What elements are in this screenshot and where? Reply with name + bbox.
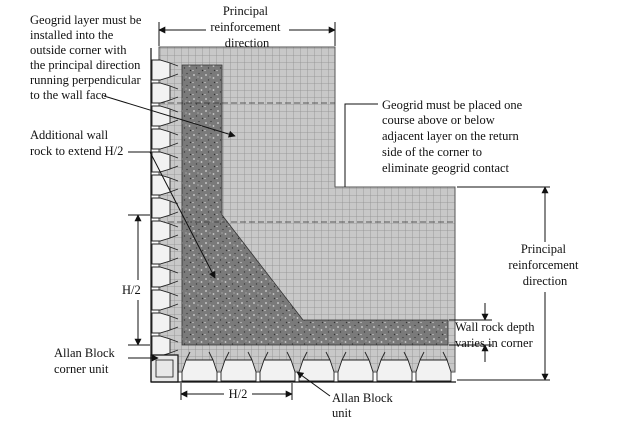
additional-rock-label: Additional wall rock to extend H/2 <box>30 128 123 158</box>
wall-rock-depth-label: Wall rock depth varies in corner <box>455 320 538 350</box>
block-unit-tail <box>169 177 179 193</box>
block-unit-tail <box>169 269 179 285</box>
principal-top-label: Principal reinforcement direction <box>210 4 283 50</box>
leader-lines <box>103 95 378 397</box>
block-unit <box>151 289 171 311</box>
block-unit <box>151 105 171 127</box>
block-unit-tail <box>380 351 409 361</box>
block-unit-tail <box>169 246 179 262</box>
block-unit <box>181 359 218 382</box>
right-principal-dimension <box>457 186 550 381</box>
block-unit-tail <box>169 338 179 354</box>
corner-unit-label: Allan Block corner unit <box>54 346 118 376</box>
block-unit <box>151 82 171 104</box>
h-half-vertical-dimension <box>128 214 150 346</box>
block-unit <box>259 359 296 382</box>
h-half-horizontal-dimension <box>180 383 293 400</box>
block-unit-tail <box>185 351 214 361</box>
block-unit <box>337 359 374 382</box>
block-unit <box>415 359 452 382</box>
block-unit-tail <box>169 223 179 239</box>
block-unit <box>376 359 413 382</box>
block-unit-tail <box>263 351 292 361</box>
block-unit <box>151 312 171 334</box>
block-unit-tail <box>169 62 179 78</box>
left-wall-block-units <box>151 59 179 357</box>
top-principal-dimension <box>158 22 336 46</box>
block-unit <box>151 266 171 288</box>
block-unit-tail <box>169 315 179 331</box>
corner-unit-inner <box>155 359 174 378</box>
corner-unit <box>150 354 179 383</box>
bottom-wall-block-units <box>181 351 452 382</box>
block-unit <box>151 335 171 357</box>
block-unit-tail <box>169 85 179 101</box>
geogrid-course-label: Geogrid must be placed one course above … <box>382 98 525 175</box>
wall-rock-depth-dimension <box>449 303 492 362</box>
block-unit-label: Allan Block unit <box>332 391 396 420</box>
block-unit <box>151 243 171 265</box>
h-half-vertical-label: H/2 <box>122 283 141 297</box>
block-unit-tail <box>169 108 179 124</box>
block-unit <box>151 59 171 81</box>
block-unit <box>151 197 171 219</box>
principal-right-label: Principal reinforcement direction <box>508 242 581 288</box>
block-unit-tail <box>341 351 370 361</box>
h-half-horizontal-label: H/2 <box>229 387 248 401</box>
block-unit-tail <box>224 351 253 361</box>
block-unit-tail <box>169 154 179 170</box>
block-unit-tail <box>169 292 179 308</box>
block-unit-tail <box>169 131 179 147</box>
block-unit <box>151 220 171 242</box>
block-unit <box>220 359 257 382</box>
block-unit-tail <box>302 351 331 361</box>
geogrid-outside-corner-label: Geogrid layer must be installed into the… <box>30 13 145 102</box>
block-unit <box>151 128 171 150</box>
wall-rock-fill <box>181 64 449 346</box>
block-unit-tail <box>419 351 448 361</box>
